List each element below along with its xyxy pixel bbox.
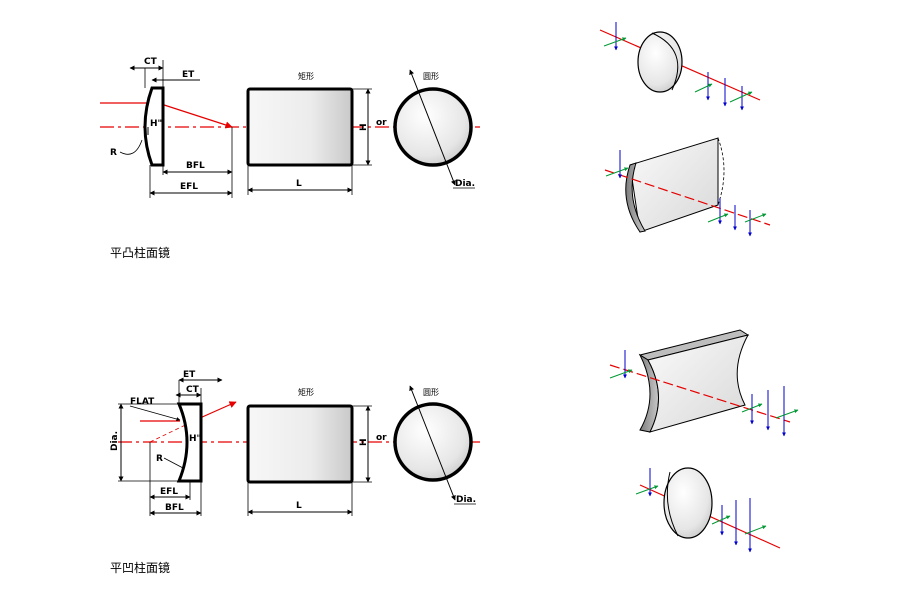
dia-side-label: Dia.: [110, 431, 120, 451]
h-label: H": [150, 119, 162, 129]
rectangular-lens-view: [246, 404, 354, 484]
r-label: R: [156, 454, 163, 464]
or-label: or: [376, 118, 387, 128]
convex-rectangular-lens-icon: [604, 137, 771, 237]
flat-label: FLAT: [130, 397, 155, 407]
dia-label: Dia.: [456, 495, 476, 505]
plano-concave-caption: 平凹柱面镜: [110, 560, 170, 575]
diameter-dimension-line: [409, 69, 456, 186]
circle-shape-label: 圆形: [423, 388, 439, 397]
circular-lens-view: [393, 87, 473, 167]
or-label: or: [376, 433, 387, 443]
concave-circular-lens-icon: [635, 467, 781, 553]
height-label: H: [359, 438, 369, 446]
refracted-ray: [157, 102, 233, 129]
ct-label: CT: [144, 57, 158, 67]
l-label: L: [296, 501, 302, 511]
rectangular-lens-view: [246, 87, 354, 167]
rect-shape-label: 矩形: [298, 387, 314, 397]
h-label: H": [189, 434, 201, 444]
efl-label: EFL: [160, 487, 178, 497]
plano-convex-caption: 平凸柱面镜: [110, 245, 170, 260]
dia-label: Dia.: [455, 179, 475, 189]
convex-circular-lens-icon: [599, 22, 761, 111]
height-label: H: [359, 123, 369, 131]
circle-shape-label: 圆形: [423, 72, 439, 81]
efl-label: EFL: [180, 182, 198, 192]
plano-convex-lens-profile: [143, 86, 165, 167]
et-label: ET: [183, 370, 196, 380]
plano-concave-schematic: ET CT FLAT H" R Dia. EFL BFL 矩形 L H or: [110, 370, 480, 575]
ct-label: CT: [186, 385, 200, 395]
diverging-ray: [199, 401, 237, 419]
l-label: L: [296, 179, 302, 189]
bfl-label: BFL: [186, 161, 205, 171]
bfl-label: BFL: [165, 503, 184, 513]
plano-convex-schematic: CT ET H" R BFL EFL 矩形 L H or 圆形 Dia. 平凸柱…: [100, 57, 480, 260]
circular-lens-view: [393, 402, 473, 482]
concave-rectangular-lens-icon: [609, 329, 799, 437]
et-label: ET: [182, 70, 195, 80]
rect-shape-label: 矩形: [298, 71, 314, 81]
r-label: R: [110, 148, 117, 158]
diameter-dimension-line: [409, 385, 456, 501]
